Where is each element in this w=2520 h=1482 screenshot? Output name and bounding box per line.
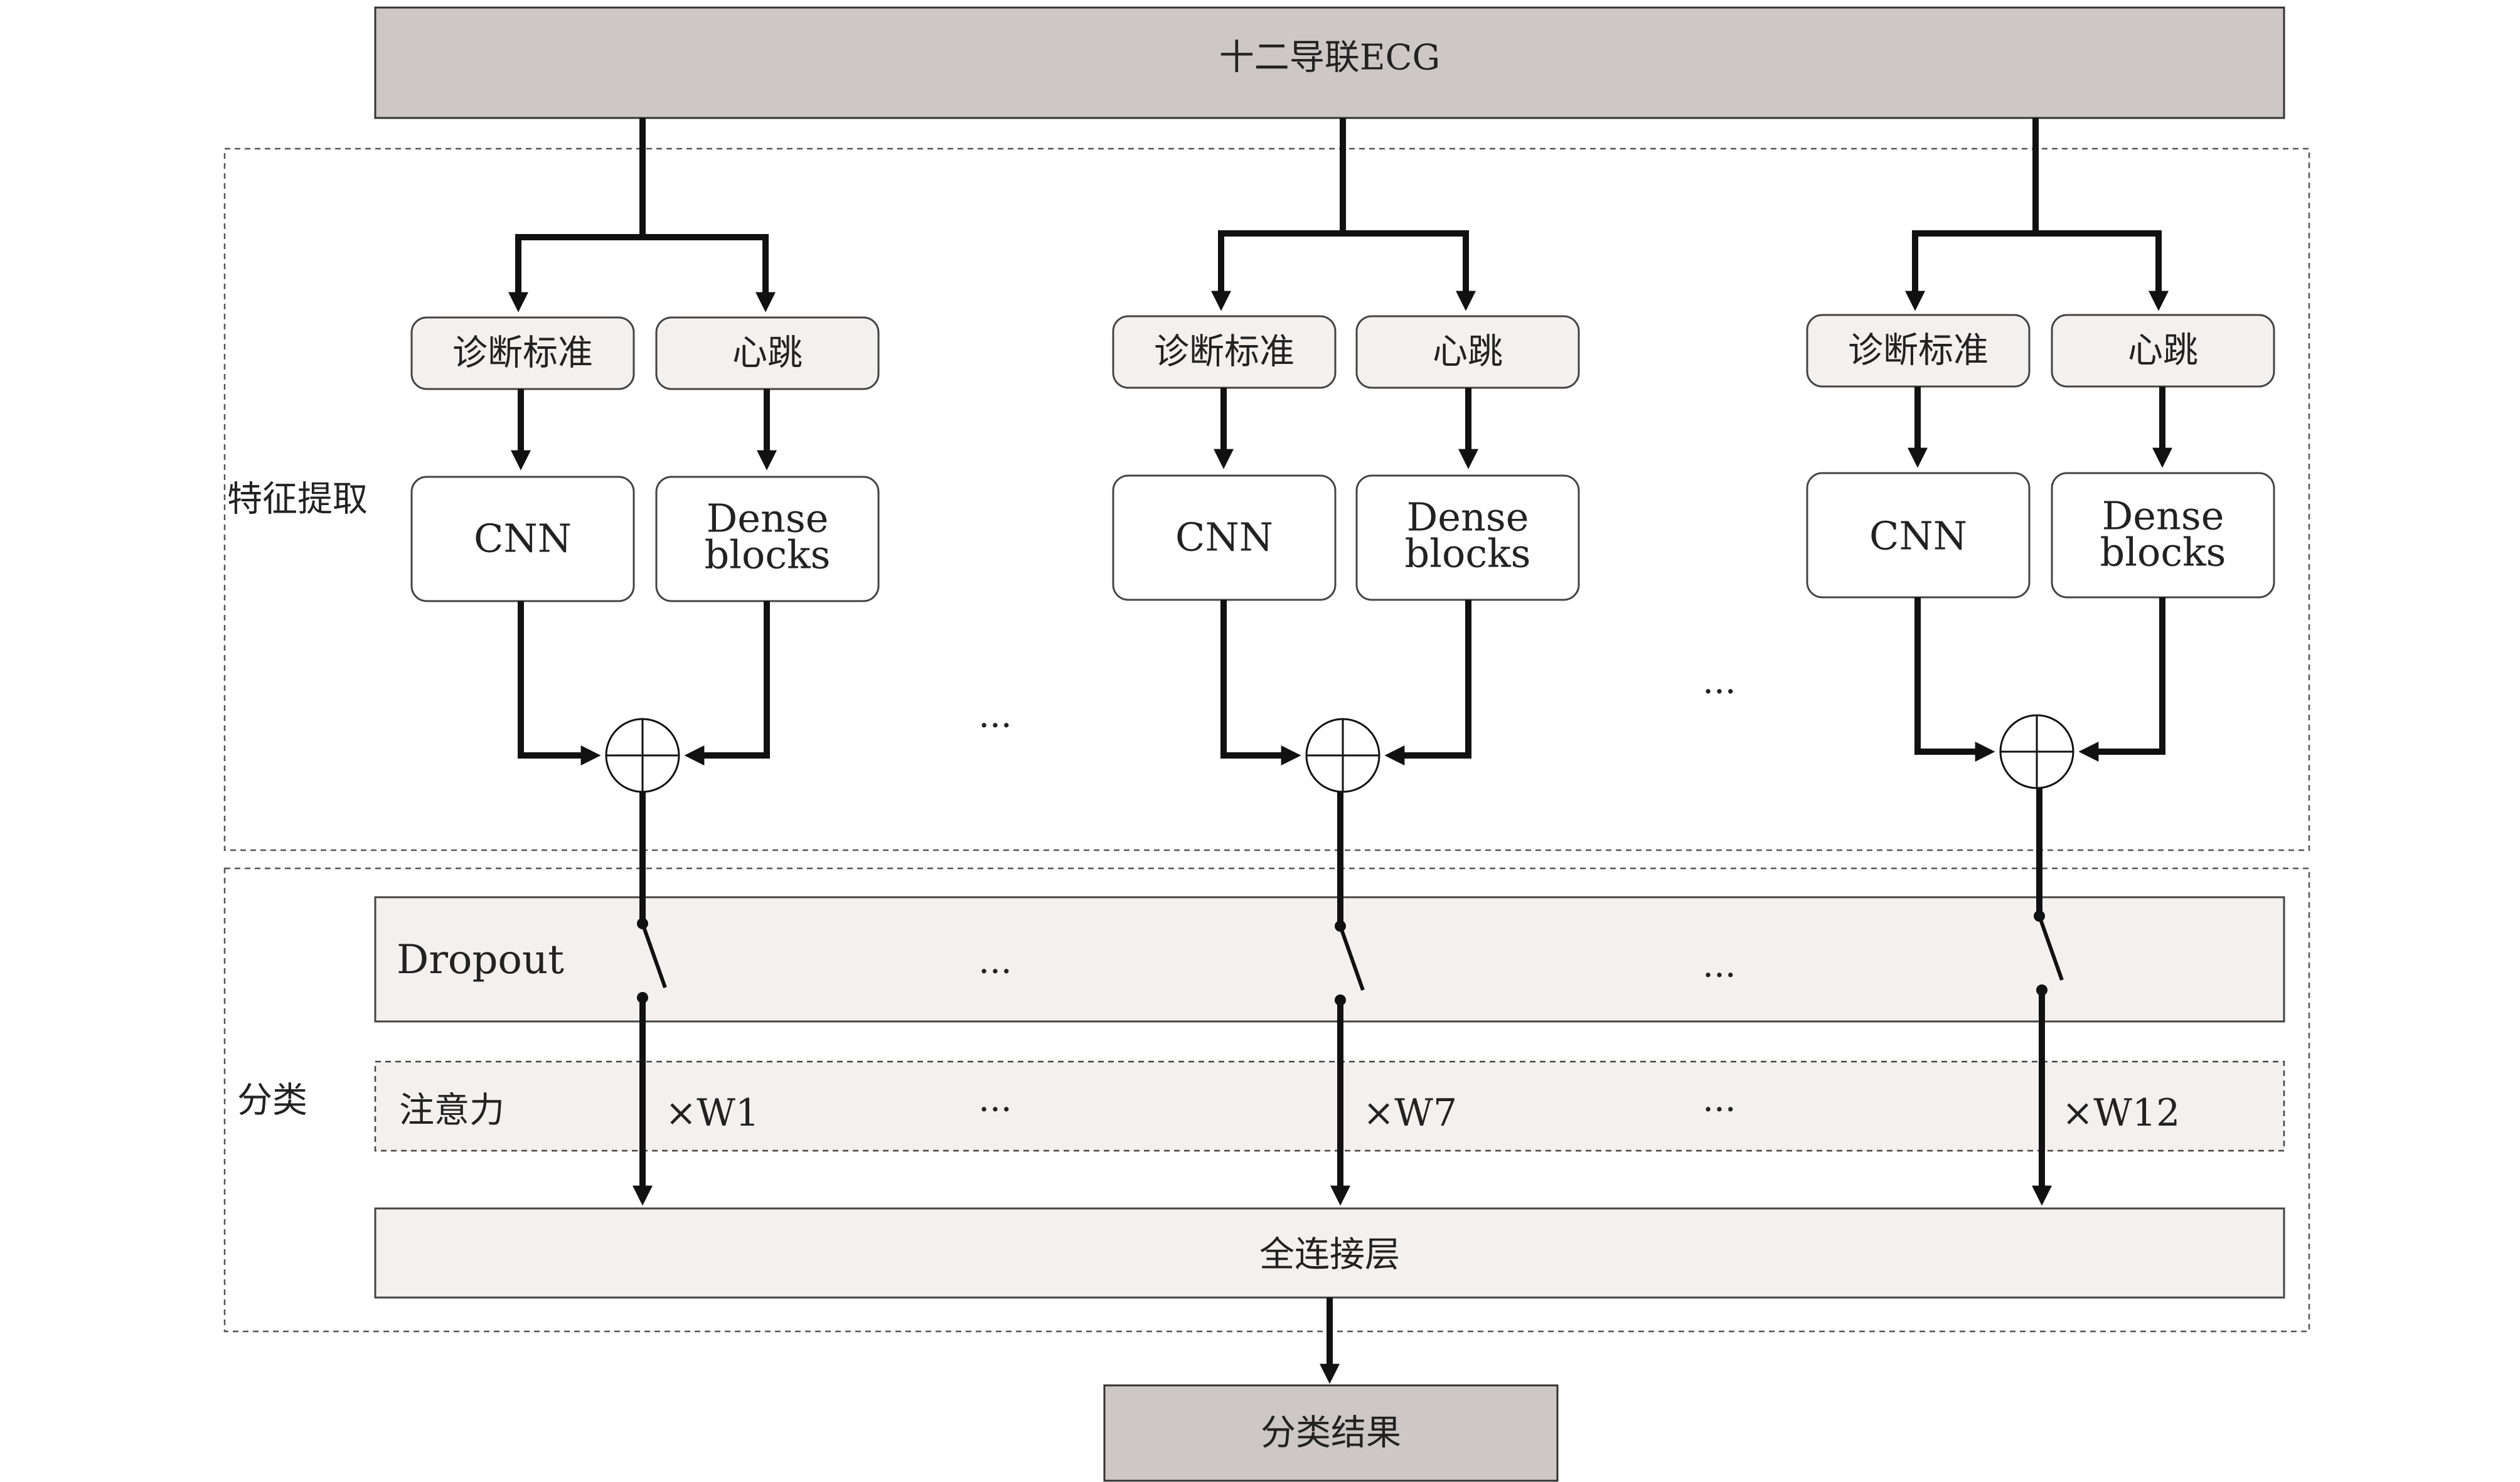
branch-3-heartbeat-label: 心跳: [2128, 331, 2198, 371]
branch-3-sum-node: [1999, 714, 2074, 789]
branch-1-dense-to-sum: [684, 601, 770, 766]
branch-2-dense-label-2: blocks: [1405, 531, 1531, 577]
result-label: 分类结果: [1261, 1413, 1401, 1454]
branch-3-dense-to-sum: [2078, 597, 2165, 762]
ellipsis-attention-2: ...: [1702, 1079, 1736, 1120]
feature-extraction-label: 特征提取: [227, 479, 368, 520]
attention-layer: [374, 1060, 2285, 1152]
ellipsis-feature-2: ...: [1702, 661, 1736, 702]
branch-1-cnn-to-sum: [518, 601, 601, 766]
branch-3-split: [1912, 230, 2169, 311]
ellipsis-dropout-1: ...: [978, 941, 1012, 982]
branch-1: 诊断标准 心跳 CNN Dense blocks ×W1: [410, 118, 880, 1206]
branch-3-dense-label-2: blocks: [2100, 530, 2226, 575]
dropout-label: Dropout: [397, 937, 564, 983]
dropout-layer: [374, 896, 2285, 1023]
ecg-input-box: [374, 6, 2285, 119]
branch-1-sum-node: [605, 718, 680, 793]
branch-2-dense-label-1: Dense: [1407, 494, 1529, 540]
branch-2: 诊断标准 心跳 CNN Dense blocks ×W7: [1112, 118, 1580, 1206]
branch-1-heartbeat-label: 心跳: [732, 333, 803, 374]
classification-label: 分类: [237, 1080, 307, 1121]
branch-1-dense-label-1: Dense: [707, 496, 829, 541]
ellipsis-dropout-2: ...: [1702, 945, 1736, 986]
branch-2-heartbeat-label: 心跳: [1433, 332, 1503, 373]
branch-2-criteria-label: 诊断标准: [1154, 332, 1295, 373]
branch-3-cnn-label: CNN: [1869, 513, 1967, 559]
attention-label: 注意力: [399, 1090, 505, 1131]
branch-1-split: [515, 234, 776, 312]
classification-region: [223, 867, 2310, 1333]
fully-connected-label: 全连接层: [1259, 1235, 1400, 1276]
branch-3-cnn-to-sum: [1914, 597, 1995, 762]
branch-3: 诊断标准 心跳 CNN Dense blocks ×W12: [1806, 118, 2275, 1206]
branch-2-cnn-label: CNN: [1175, 514, 1273, 560]
result-box: [1103, 1384, 1559, 1482]
branch-1-criteria-label: 诊断标准: [452, 333, 593, 374]
branch-1-cnn-label: CNN: [474, 516, 572, 562]
branch-2-sum-node: [1305, 718, 1380, 793]
feature-extraction-region: [223, 147, 2310, 851]
branch-3-criteria-label: 诊断标准: [1848, 331, 1989, 371]
branch-2-weight-label: ×W7: [1363, 1091, 1457, 1135]
branch-2-split: [1218, 230, 1476, 311]
branch-2-cnn-to-sum: [1220, 600, 1301, 766]
branch-1-dense-label-2: blocks: [705, 532, 831, 578]
branch-2-dense-to-sum: [1384, 600, 1471, 766]
branch-3-dense-label-1: Dense: [2102, 493, 2224, 539]
ecg-input-label: 十二导联ECG: [1219, 38, 1440, 78]
ellipsis-feature-1: ...: [978, 695, 1012, 736]
branch-3-weight-label: ×W12: [2062, 1091, 2180, 1135]
ellipsis-attention-1: ...: [978, 1079, 1012, 1120]
branch-1-weight-label: ×W1: [665, 1091, 759, 1135]
